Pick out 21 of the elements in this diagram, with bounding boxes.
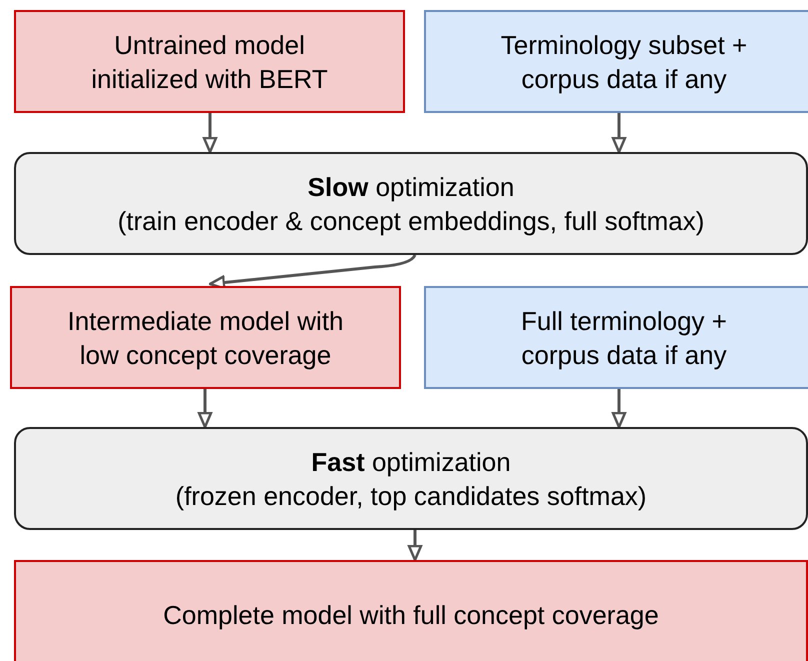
arrow xyxy=(612,389,626,428)
arrow xyxy=(612,113,626,154)
model-box xyxy=(14,560,808,661)
node-description: (train encoder & concept embeddings, full softmax) xyxy=(118,204,704,238)
model-box xyxy=(10,286,401,389)
node-description: (frozen encoder, top candidates softmax) xyxy=(175,480,647,512)
arrow xyxy=(408,530,422,562)
data-box xyxy=(424,10,808,113)
process-box xyxy=(14,427,808,530)
node-label: Complete model with full concept coverage xyxy=(163,599,659,632)
node-label: Terminology subset + corpus data if any xyxy=(500,28,748,96)
node-label: Full terminology + corpus data if any xyxy=(520,304,728,372)
node-label: Untrained model initialized with BERT xyxy=(90,28,329,96)
data-box xyxy=(424,286,808,389)
arrow xyxy=(202,113,218,154)
node-label: Slow optimization xyxy=(308,170,514,204)
process-box xyxy=(14,152,808,255)
arrow xyxy=(198,389,212,428)
node-label: Intermediate model with low concept coverage xyxy=(66,304,345,372)
model-box xyxy=(14,10,405,113)
node-label: Fast optimization xyxy=(311,446,511,478)
